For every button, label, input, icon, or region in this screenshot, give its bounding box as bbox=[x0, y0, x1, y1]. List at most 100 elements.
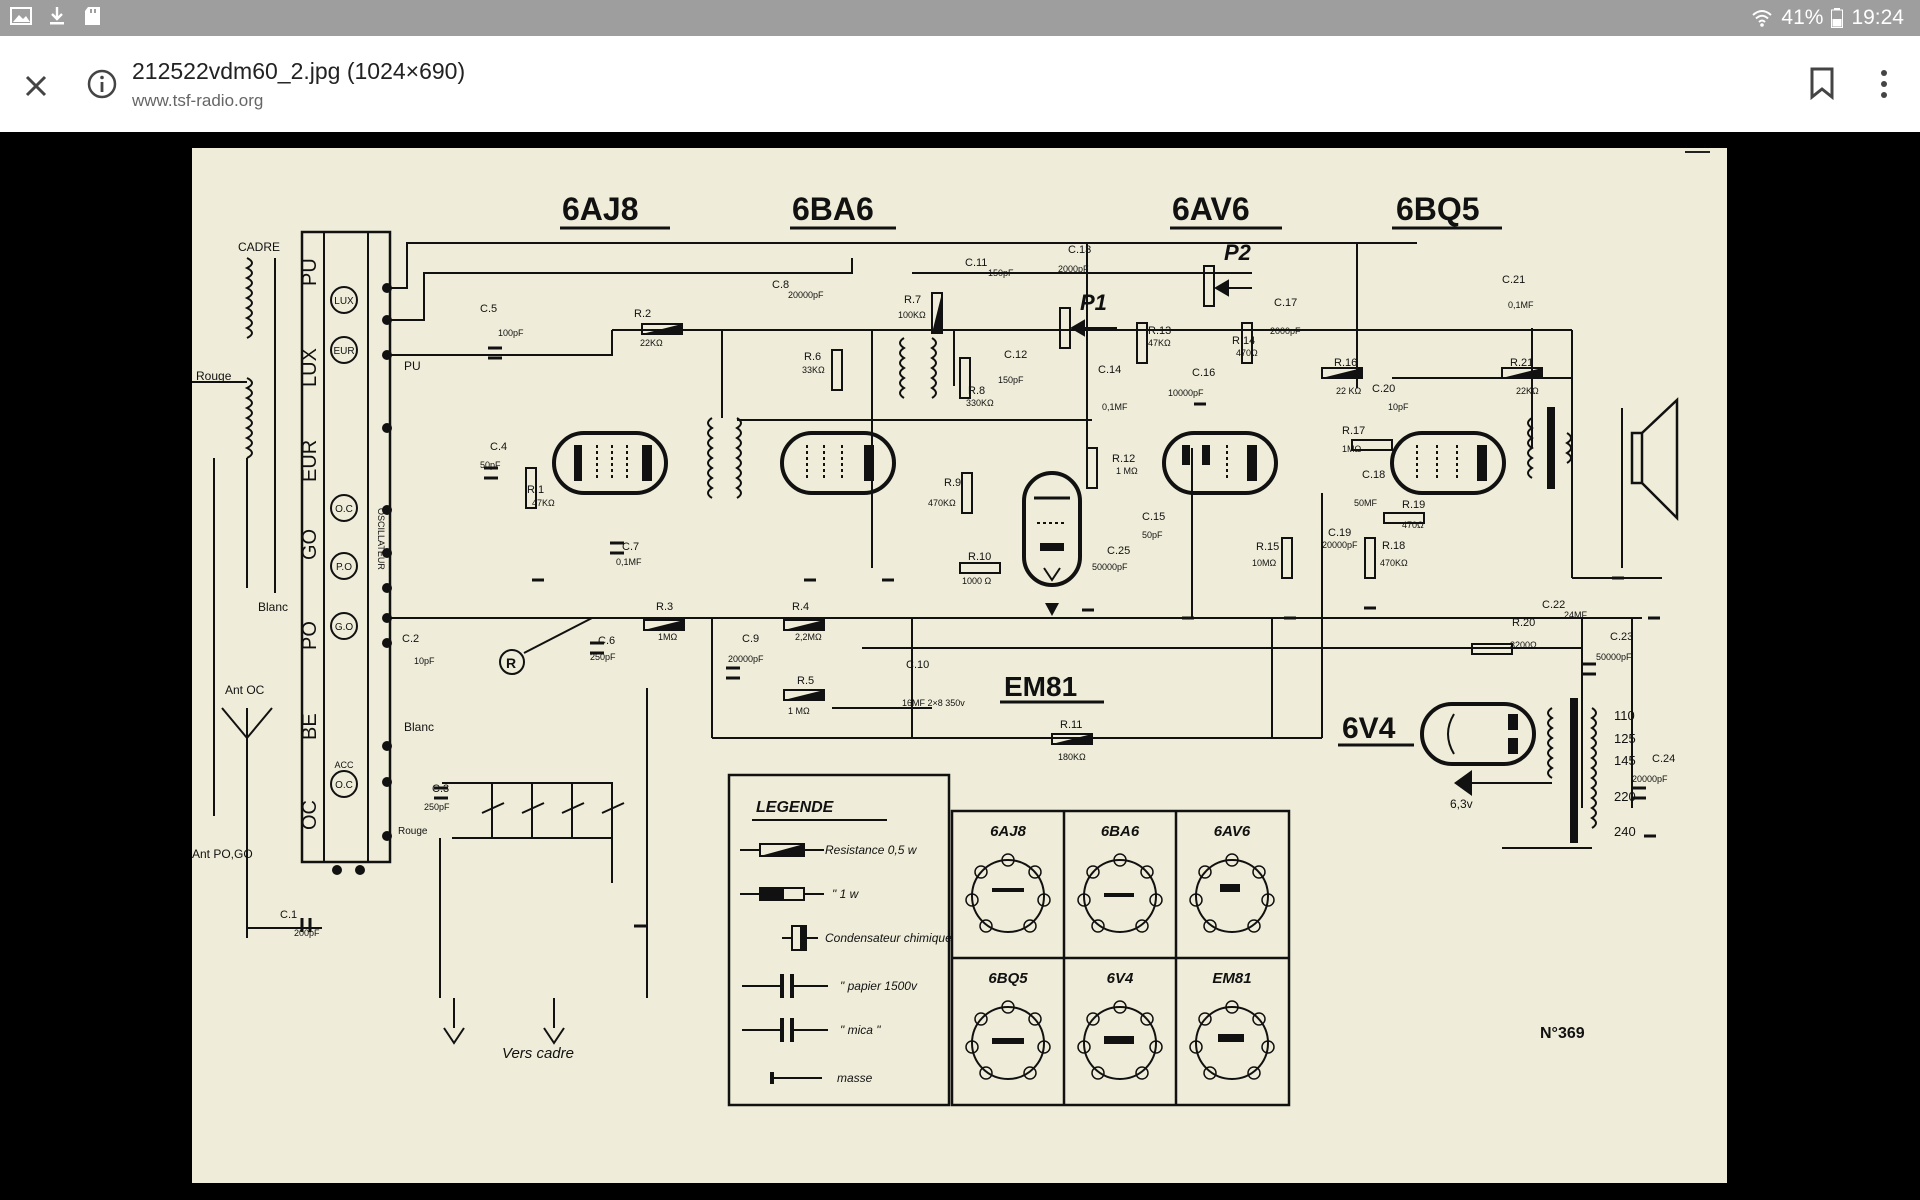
legend-box: LEGENDE Resistance 0,5 w " 1 w Condensat… bbox=[727, 773, 952, 1107]
tube-6v4 bbox=[1420, 702, 1536, 766]
svg-text:220: 220 bbox=[1614, 789, 1636, 804]
r-marker: R bbox=[499, 617, 593, 675]
svg-text:47KΩ: 47KΩ bbox=[532, 498, 555, 508]
antenna-po-go: Ant PO,GO bbox=[192, 458, 253, 861]
svg-text:LEGENDE: LEGENDE bbox=[756, 799, 835, 816]
close-button[interactable] bbox=[18, 68, 54, 104]
svg-text:50000pF: 50000pF bbox=[1596, 652, 1632, 662]
tube-label-6aj8: 6AJ8 bbox=[560, 191, 670, 230]
bookmark-button[interactable] bbox=[1808, 66, 1836, 101]
svg-text:20000pF: 20000pF bbox=[728, 654, 764, 664]
svg-text:O.C: O.C bbox=[335, 504, 353, 515]
image-source-url[interactable]: www.tsf-radio.org bbox=[132, 91, 264, 110]
svg-text:20000pF: 20000pF bbox=[1632, 774, 1668, 784]
tube-label-6av6: 6AV6 bbox=[1170, 191, 1282, 230]
svg-text:OSCILLATEUR: OSCILLATEUR bbox=[376, 508, 386, 570]
svg-text:LUX: LUX bbox=[299, 348, 321, 387]
svg-text:EUR: EUR bbox=[333, 346, 354, 357]
svg-text:6,3v: 6,3v bbox=[1450, 797, 1473, 811]
svg-text:1 MΩ: 1 MΩ bbox=[788, 706, 810, 716]
svg-text:" papier 1500v: " papier 1500v bbox=[840, 979, 918, 993]
svg-text:O.C: O.C bbox=[335, 780, 353, 791]
svg-text:G.O: G.O bbox=[335, 622, 354, 633]
svg-text:C.15: C.15 bbox=[1142, 511, 1165, 523]
svg-text:1 MΩ: 1 MΩ bbox=[1116, 466, 1138, 476]
vers-cadre-label: Vers cadre bbox=[502, 1045, 574, 1062]
svg-text:C.4: C.4 bbox=[490, 441, 507, 453]
svg-text:R.18: R.18 bbox=[1382, 540, 1405, 552]
svg-text:PO: PO bbox=[299, 621, 321, 650]
svg-text:470Ω: 470Ω bbox=[1236, 348, 1258, 358]
bookmark-icon bbox=[1810, 67, 1834, 101]
image-title: 212522vdm60_2.jpg (1024×690) bbox=[132, 58, 466, 84]
info-icon bbox=[87, 69, 117, 99]
more-options-button[interactable] bbox=[1872, 66, 1896, 102]
battery-icon bbox=[1831, 8, 1844, 28]
svg-text:C.6: C.6 bbox=[598, 635, 615, 647]
sheet-number: N°369 bbox=[1540, 1025, 1585, 1042]
svg-text:CADRE: CADRE bbox=[238, 240, 280, 254]
svg-text:6BA6: 6BA6 bbox=[792, 191, 874, 227]
svg-text:R.10: R.10 bbox=[968, 551, 991, 563]
svg-text:P.O: P.O bbox=[336, 562, 352, 573]
svg-text:10pF: 10pF bbox=[414, 656, 435, 666]
svg-text:R.14: R.14 bbox=[1232, 335, 1255, 347]
svg-text:330KΩ: 330KΩ bbox=[966, 398, 994, 408]
svg-text:P2: P2 bbox=[1224, 240, 1252, 265]
svg-text:C.14: C.14 bbox=[1098, 364, 1121, 376]
svg-text:33KΩ: 33KΩ bbox=[802, 365, 825, 375]
svg-text:R.17: R.17 bbox=[1342, 425, 1365, 437]
svg-text:24MF: 24MF bbox=[1564, 610, 1588, 620]
pinout-grid: 6AJ8 6BA6 6AV6 6BQ5 6V4 EM81 bbox=[950, 809, 1291, 1107]
svg-text:ACC: ACC bbox=[334, 760, 354, 770]
svg-text:Rouge: Rouge bbox=[398, 826, 428, 837]
clock: 19:24 bbox=[1851, 6, 1904, 29]
wifi-icon bbox=[1751, 8, 1773, 28]
svg-text:C.23: C.23 bbox=[1610, 631, 1633, 643]
speaker-icon bbox=[1630, 397, 1679, 522]
download-icon bbox=[46, 6, 68, 26]
svg-text:125: 125 bbox=[1614, 731, 1636, 746]
more-vert-icon bbox=[1881, 70, 1887, 98]
tube-6aj8 bbox=[552, 431, 668, 495]
svg-text:100KΩ: 100KΩ bbox=[898, 310, 926, 320]
svg-text:EM81: EM81 bbox=[1212, 970, 1251, 987]
variable-capacitor-gang bbox=[439, 688, 648, 1045]
svg-text:R.2: R.2 bbox=[634, 308, 651, 320]
svg-text:10pF: 10pF bbox=[1388, 402, 1409, 412]
svg-text:EM81: EM81 bbox=[1004, 671, 1077, 702]
svg-text:R.20: R.20 bbox=[1512, 617, 1535, 629]
svg-text:250pF: 250pF bbox=[424, 802, 450, 812]
svg-text:6AJ8: 6AJ8 bbox=[562, 191, 639, 227]
output-transformer bbox=[1527, 407, 1572, 489]
svg-text:145: 145 bbox=[1614, 753, 1636, 768]
svg-text:R.8: R.8 bbox=[968, 385, 985, 397]
svg-text:R.11: R.11 bbox=[1060, 719, 1082, 731]
svg-text:PU: PU bbox=[404, 359, 421, 373]
svg-text:16MF 2×8 350v: 16MF 2×8 350v bbox=[902, 698, 965, 708]
svg-text:10MΩ: 10MΩ bbox=[1252, 558, 1277, 568]
info-button[interactable] bbox=[86, 68, 118, 100]
svg-text:C.19: C.19 bbox=[1328, 527, 1351, 539]
svg-text:470KΩ: 470KΩ bbox=[1380, 558, 1408, 568]
svg-text:6V4: 6V4 bbox=[1107, 970, 1134, 987]
svg-text:20000pF: 20000pF bbox=[1322, 540, 1358, 550]
svg-text:200pF: 200pF bbox=[294, 928, 320, 938]
svg-text:C.13: C.13 bbox=[1068, 244, 1091, 256]
svg-text:100pF: 100pF bbox=[498, 328, 524, 338]
svg-text:470Ω: 470Ω bbox=[1402, 520, 1424, 530]
antenna-oc: Ant OC bbox=[221, 683, 322, 938]
svg-text:50MF: 50MF bbox=[1354, 498, 1378, 508]
svg-text:R.15: R.15 bbox=[1256, 541, 1279, 553]
svg-text:0,1MF: 0,1MF bbox=[1508, 300, 1534, 310]
svg-text:R.4: R.4 bbox=[792, 601, 809, 613]
svg-text:Ant PO,GO: Ant PO,GO bbox=[192, 847, 253, 861]
svg-text:C.21: C.21 bbox=[1502, 274, 1525, 286]
svg-text:1MΩ: 1MΩ bbox=[658, 632, 678, 642]
svg-text:22 KΩ: 22 KΩ bbox=[1336, 386, 1362, 396]
svg-text:C.2: C.2 bbox=[402, 633, 419, 645]
svg-text:R.21: R.21 bbox=[1510, 357, 1533, 369]
svg-text:C.7: C.7 bbox=[622, 541, 639, 553]
schematic-image[interactable]: 6AJ8 6BA6 6AV6 6BQ5 EM81 6V4 bbox=[192, 148, 1727, 1183]
svg-text:PU: PU bbox=[299, 258, 321, 286]
